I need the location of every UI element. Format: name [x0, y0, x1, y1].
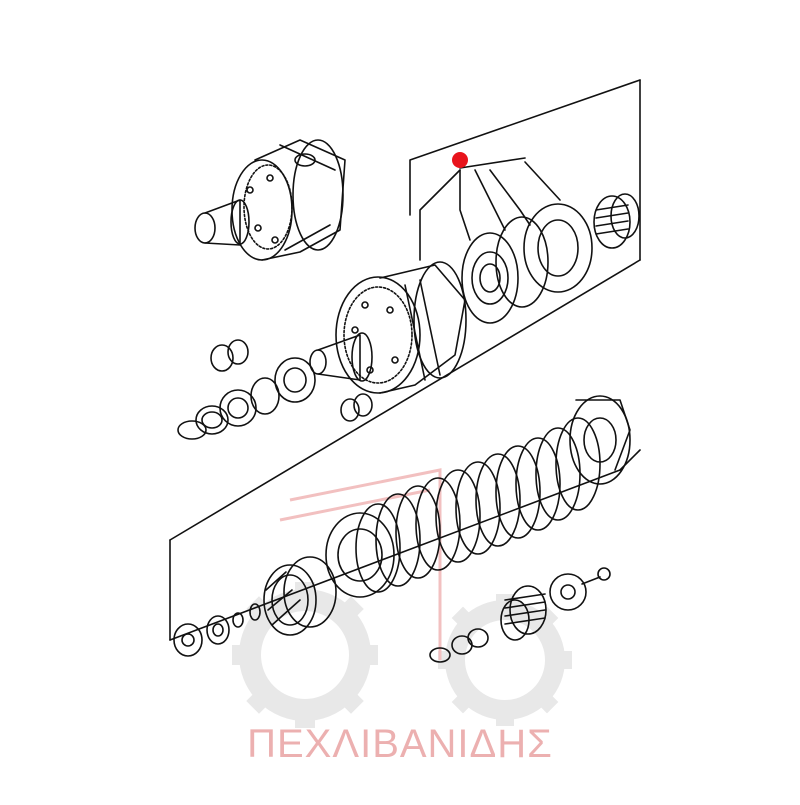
seal-ring — [429, 628, 489, 663]
piston-group — [461, 193, 640, 324]
watermark-logo — [232, 468, 572, 728]
clutch-disc-pack — [325, 395, 631, 598]
small-spring — [500, 585, 547, 641]
retaining-ring — [210, 339, 373, 422]
spring-retainer — [549, 573, 587, 611]
bearing-ring — [177, 357, 316, 440]
watermark-gear-right-icon — [438, 594, 572, 726]
frame-lines — [169, 79, 641, 641]
watermark-brand-text: ΠΕΧΛΙΒΑΝΙΔΗΣ — [247, 722, 553, 766]
nut — [232, 603, 261, 628]
diagram-line-art — [169, 79, 641, 663]
clutch-drum-gear-assembly — [309, 261, 467, 394]
bolt — [581, 567, 611, 585]
watermark-gear-left-icon — [232, 582, 378, 728]
hub-gear — [263, 556, 337, 636]
callout-marker-dot[interactable] — [452, 152, 468, 168]
washer — [173, 615, 230, 657]
output-shaft-gear-assembly — [194, 139, 346, 261]
callout-leader-lines — [419, 157, 561, 261]
